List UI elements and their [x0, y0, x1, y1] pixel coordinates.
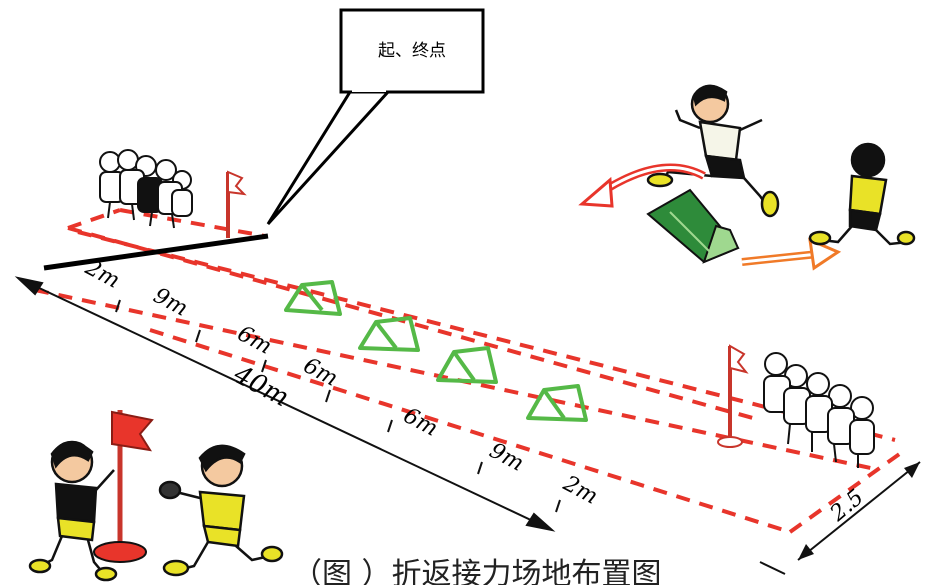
- dimension-arrowhead-end: [525, 512, 556, 532]
- lane-lines: [34, 208, 907, 534]
- lane-line-start-cap: [67, 208, 121, 230]
- runner-icon: [646, 84, 780, 218]
- segment-marks: [115, 299, 561, 513]
- width-arrowhead-bottom: [798, 544, 814, 560]
- children-group-icon: [763, 352, 875, 468]
- turn-arrow-icon: [578, 163, 706, 208]
- segment-label: 2m: [558, 471, 601, 510]
- hurdle-icon: [358, 316, 420, 352]
- flag-pole-icon: [226, 170, 247, 238]
- runner-icon: [158, 444, 284, 577]
- segment-label: 6m: [299, 353, 342, 391]
- callout-pointer: [266, 90, 392, 226]
- turn-arrow-icon: [741, 237, 842, 271]
- hurdle-icon: [526, 384, 588, 422]
- lane-line-mid-top: [77, 230, 896, 442]
- total-length-label: 40m: [228, 359, 294, 413]
- width-arrowhead-top: [904, 462, 920, 478]
- width-label: 2.5: [825, 485, 869, 527]
- flag-pole-icon: [717, 344, 749, 448]
- width-dimension: 2.5: [759, 461, 921, 575]
- dimension-arrow-line: [17, 277, 553, 531]
- start-finish-callout: 起、终点: [266, 8, 485, 226]
- hurdle-icon: [436, 346, 498, 384]
- runner-icon: [28, 440, 118, 582]
- length-dimension: [14, 276, 556, 532]
- figure-caption: （图 ）折返接力场地布置图: [292, 557, 662, 585]
- hurdles-row: [284, 280, 588, 422]
- callout-box: [339, 8, 485, 94]
- runner-icon: [808, 142, 916, 246]
- flag-pole-icon: [93, 410, 154, 563]
- segment-label: 6m: [233, 321, 276, 359]
- lane-line-top-2: [119, 208, 266, 238]
- hurdle-icon: [646, 188, 740, 264]
- start-finish-line: [43, 233, 269, 271]
- lane-line-bottom: [149, 328, 791, 534]
- segment-labels: 2m 9m 6m 6m 6m 9m 2m 40m: [80, 255, 601, 510]
- children-group-icon: [99, 149, 193, 229]
- callout-label: 起、终点: [378, 41, 446, 61]
- segment-label: 9m: [485, 438, 528, 476]
- dimension-arrowhead-start: [14, 276, 44, 296]
- hurdle-icon: [284, 280, 342, 316]
